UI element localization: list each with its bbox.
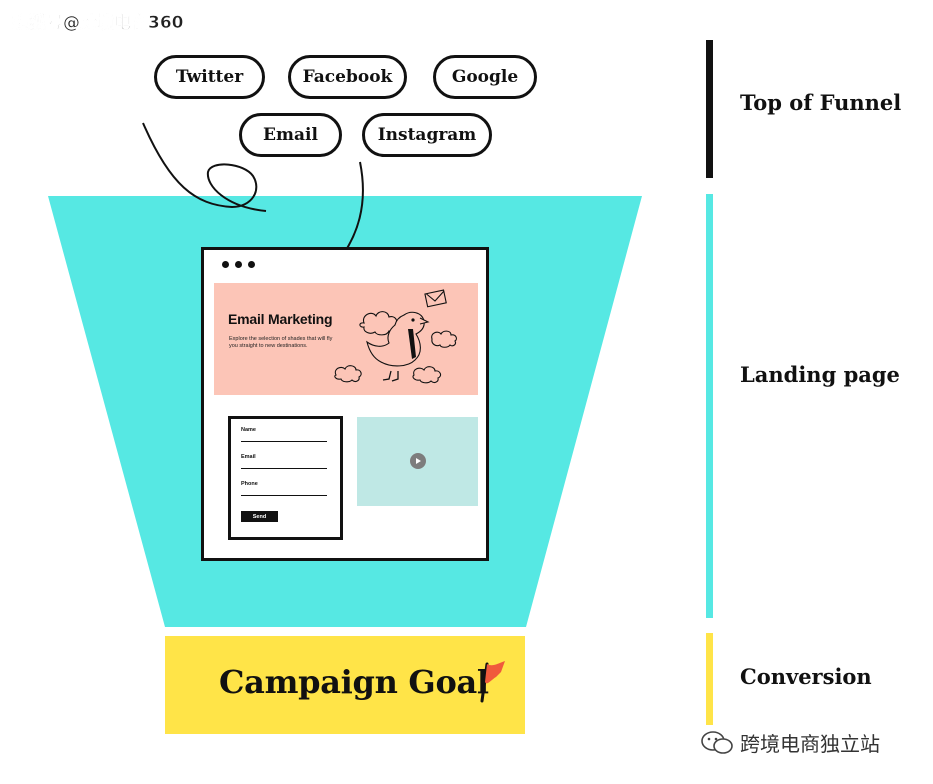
email-input[interactable] bbox=[241, 468, 327, 469]
stage-label-top: Top of Funnel bbox=[740, 90, 902, 115]
video-player[interactable] bbox=[357, 417, 478, 506]
hero-banner: Email Marketing Explore the selection of… bbox=[214, 283, 478, 395]
campaign-goal-box: Campaign Goal bbox=[165, 636, 525, 734]
hero-text: Explore the selection of shades that wil… bbox=[229, 336, 333, 349]
campaign-goal-label: Campaign Goal bbox=[219, 663, 489, 701]
stage-bar-landing bbox=[706, 194, 713, 618]
phone-input[interactable] bbox=[241, 495, 327, 496]
watermark-bottom: 跨境电商独立站 bbox=[700, 728, 880, 757]
channel-google: Google bbox=[433, 55, 537, 99]
watermark-bottom-text: 跨境电商独立站 bbox=[740, 732, 880, 756]
channel-email: Email bbox=[239, 113, 342, 157]
play-icon bbox=[416, 458, 421, 464]
duck-illustration bbox=[334, 289, 457, 384]
form-label-phone: Phone bbox=[241, 481, 258, 487]
window-dot bbox=[235, 261, 242, 268]
duck-body bbox=[366, 311, 425, 367]
signup-form: Name Email Phone Send bbox=[228, 416, 343, 540]
form-label-name: Name bbox=[241, 427, 256, 433]
stage-bar-top bbox=[706, 40, 713, 178]
form-label-email: Email bbox=[241, 454, 256, 460]
channel-facebook: Facebook bbox=[288, 55, 407, 99]
watermark-top: 搜狐号@跨境电商360 bbox=[12, 13, 184, 34]
stage-bar-conversion bbox=[706, 633, 713, 725]
window-dot bbox=[222, 261, 229, 268]
stage-label-conversion: Conversion bbox=[740, 664, 872, 689]
stage-label-landing: Landing page bbox=[740, 362, 900, 387]
landing-page-mockup: Email Marketing Explore the selection of… bbox=[201, 247, 489, 561]
send-button[interactable]: Send bbox=[241, 511, 278, 522]
window-dots bbox=[222, 261, 255, 268]
play-button[interactable] bbox=[410, 453, 426, 469]
cloud-icon bbox=[431, 330, 457, 348]
cloud-icon bbox=[412, 366, 442, 384]
channel-twitter: Twitter bbox=[154, 55, 265, 99]
cloud-icon bbox=[334, 365, 362, 383]
flag-icon bbox=[480, 661, 505, 703]
name-input[interactable] bbox=[241, 441, 327, 442]
wechat-icon bbox=[701, 730, 733, 754]
curly-arrow-left bbox=[142, 122, 267, 212]
hero-title: Email Marketing bbox=[228, 311, 333, 327]
window-dot bbox=[248, 261, 255, 268]
channel-instagram: Instagram bbox=[362, 113, 492, 157]
